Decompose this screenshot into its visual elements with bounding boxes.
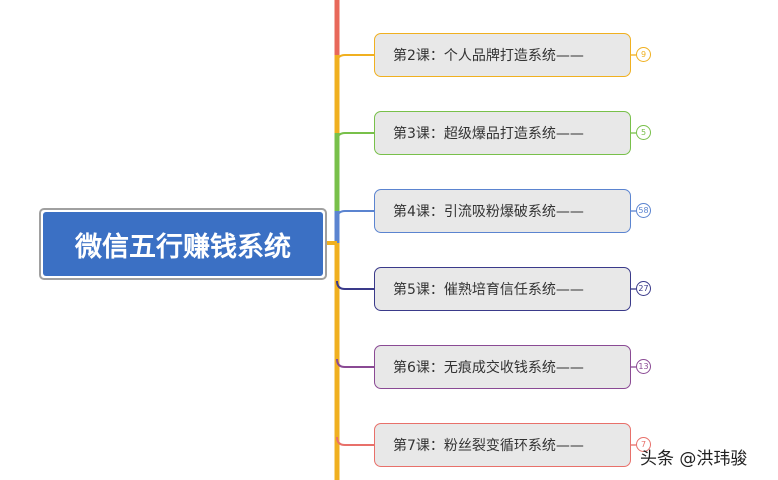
collapsed-count-badge[interactable]: 9 (636, 47, 651, 62)
topic-label: 第2课：个人品牌打造系统—— (393, 48, 584, 64)
topic-node-lesson-6[interactable]: 第6课：无痕成交收钱系统—— (374, 345, 631, 389)
root-node[interactable]: 微信五行赚钱系统 (39, 208, 327, 280)
collapsed-count-badge[interactable]: 7 (636, 437, 651, 452)
collapsed-count-badge[interactable]: 13 (636, 359, 651, 374)
topic-label: 第4课：引流吸粉爆破系统—— (393, 204, 584, 220)
topic-node-lesson-4[interactable]: 第4课：引流吸粉爆破系统—— (374, 189, 631, 233)
watermark: 头条 @洪玮骏 (640, 449, 748, 469)
topic-node-lesson-5[interactable]: 第5课：催熟培育信任系统—— (374, 267, 631, 311)
topic-label: 第3课：超级爆品打造系统—— (393, 126, 584, 142)
topic-label: 第5课：催熟培育信任系统—— (393, 282, 584, 298)
collapsed-count-badge[interactable]: 5 (636, 125, 651, 140)
topic-label: 第6课：无痕成交收钱系统—— (393, 360, 584, 376)
collapsed-count-badge[interactable]: 27 (636, 281, 651, 296)
topic-label: 第7课：粉丝裂变循环系统—— (393, 438, 584, 454)
topic-node-lesson-2[interactable]: 第2课：个人品牌打造系统—— (374, 33, 631, 77)
topic-node-lesson-7[interactable]: 第7课：粉丝裂变循环系统—— (374, 423, 631, 467)
root-node-label: 微信五行赚钱系统 (43, 212, 323, 276)
collapsed-count-badge[interactable]: 58 (636, 203, 651, 218)
topic-node-lesson-3[interactable]: 第3课：超级爆品打造系统—— (374, 111, 631, 155)
